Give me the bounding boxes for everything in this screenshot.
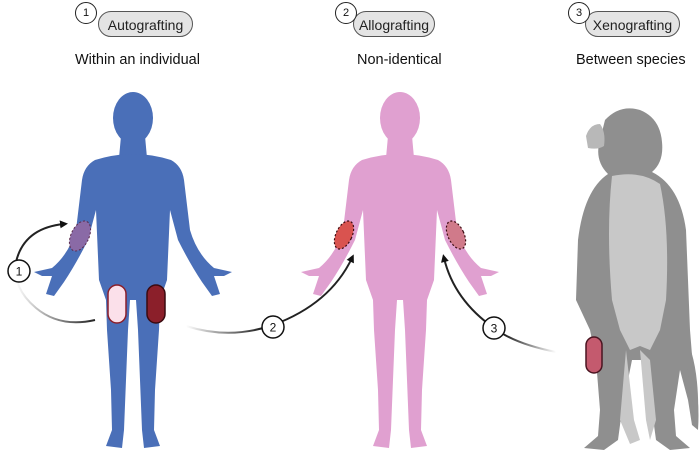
svg-text:2: 2 — [270, 321, 277, 335]
step-3-badge: 3 — [568, 2, 590, 24]
pink-human-right-forearm-graft — [333, 220, 355, 250]
xenografting-pill: Xenografting — [585, 11, 680, 37]
blue-human-figure — [34, 92, 232, 448]
allografting-subtitle: Non-identical — [357, 52, 442, 68]
donor-site-light — [107, 284, 127, 324]
macaque-figure — [576, 108, 699, 450]
step-1-badge: 1 — [75, 2, 97, 24]
svg-text:3: 3 — [491, 322, 498, 336]
panel-allografting-header: Allografting 2 Non-identical — [335, 0, 475, 75]
autografting-subtitle: Within an individual — [75, 52, 200, 68]
xenografting-subtitle: Between species — [576, 52, 686, 68]
autografting-pill: Autografting — [98, 11, 193, 37]
blue-human-forearm-recipient-site — [68, 220, 92, 252]
arrow-1-autograft: 1 — [7, 220, 96, 324]
donor-site-dark — [146, 284, 166, 324]
panel-xenografting-header: Xenografting 3 Between species — [563, 0, 700, 75]
arrow-2-allograft: 2 — [185, 254, 354, 339]
arrow-3-xenograft: 3 — [441, 254, 557, 353]
arrow-1-badge — [7, 259, 31, 283]
pink-human-left-forearm-graft — [445, 220, 467, 250]
arrow-3-badge — [482, 316, 506, 340]
step-2-badge: 2 — [335, 2, 357, 24]
panel-autografting-header: Autografting 1 Within an individual — [68, 0, 228, 75]
arrow-2-badge — [261, 315, 285, 339]
macaque-thigh-donor-site — [585, 336, 603, 374]
pink-human-figure — [301, 92, 499, 448]
allografting-pill: Allografting — [353, 11, 435, 37]
svg-text:1: 1 — [16, 265, 23, 279]
